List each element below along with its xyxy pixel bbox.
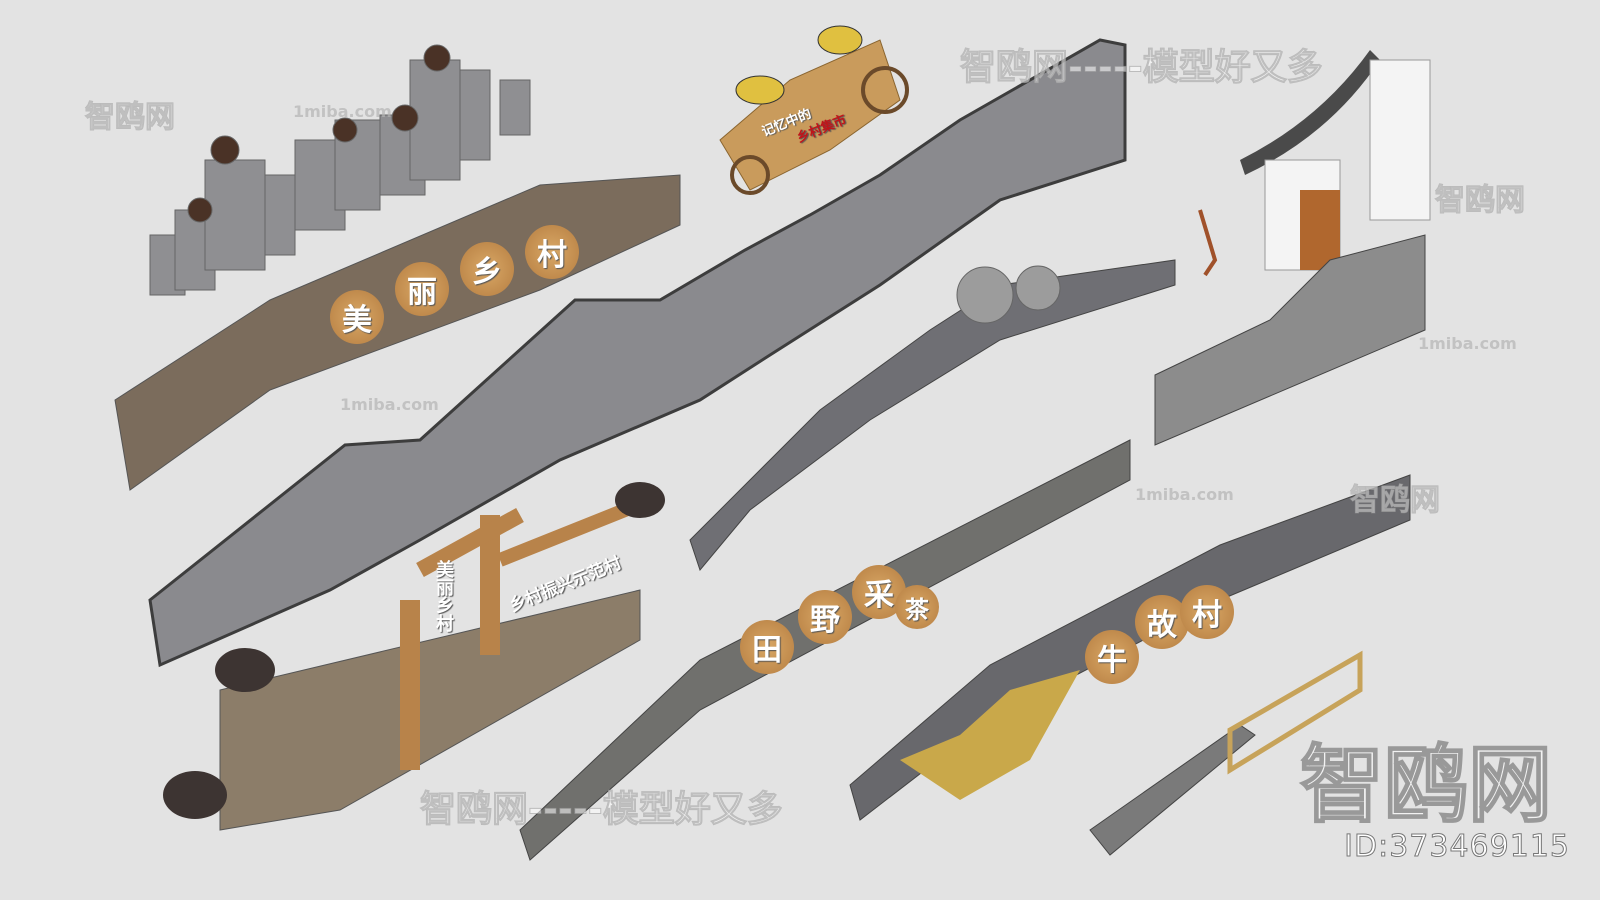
sign-disc: 乡 xyxy=(460,242,514,296)
sign-disc: 美 xyxy=(330,290,384,344)
mountain-gate xyxy=(1198,50,1431,277)
watermark-site: 1miba.com xyxy=(293,102,392,121)
ox-silhouette xyxy=(900,670,1080,800)
watermark-brand: 智鸥网 xyxy=(85,100,176,136)
watermark-slogan-bottom: 智鸥网-----模型好又多 xyxy=(420,789,784,831)
watermark-slogan-top: 智鸥网-----模型好又多 xyxy=(960,47,1324,89)
lattice-fence xyxy=(1227,650,1363,775)
watermark-brand-large: 智鸥网 xyxy=(1299,735,1553,835)
sign-disc: 田 xyxy=(740,620,794,674)
stone-pillar-group xyxy=(149,44,531,296)
tea-wall xyxy=(519,439,1131,861)
sign-disc: 茶 xyxy=(895,585,939,629)
sign-disc: 牛 xyxy=(1085,630,1139,684)
watermark-brand: 智鸥网 xyxy=(1435,183,1526,219)
fence-wall xyxy=(1089,724,1256,856)
sign-disc: 村 xyxy=(525,225,579,279)
watermark-site: 1miba.com xyxy=(1418,334,1517,353)
watermark-site: 1miba.com xyxy=(1135,485,1234,504)
sign-disc: 丽 xyxy=(395,262,449,316)
watermark-site: 1miba.com xyxy=(340,395,439,414)
grey-wall-right xyxy=(1154,234,1426,446)
gate-vertical-sign: 美丽乡村 xyxy=(433,560,454,632)
wooden-gate xyxy=(163,482,665,831)
millstone xyxy=(1015,265,1061,311)
watermark-brand: 智鸥网 xyxy=(1350,483,1441,519)
sign-disc: 村 xyxy=(1180,585,1234,639)
long-roof-wall xyxy=(148,38,1127,668)
bee-cart-sign xyxy=(719,25,909,195)
ox-wall xyxy=(849,474,1411,821)
millstone-wall xyxy=(689,259,1176,572)
sign-disc: 野 xyxy=(798,590,852,644)
model-id-label: ID:373469115 xyxy=(1344,829,1570,865)
millstone xyxy=(956,266,1014,324)
